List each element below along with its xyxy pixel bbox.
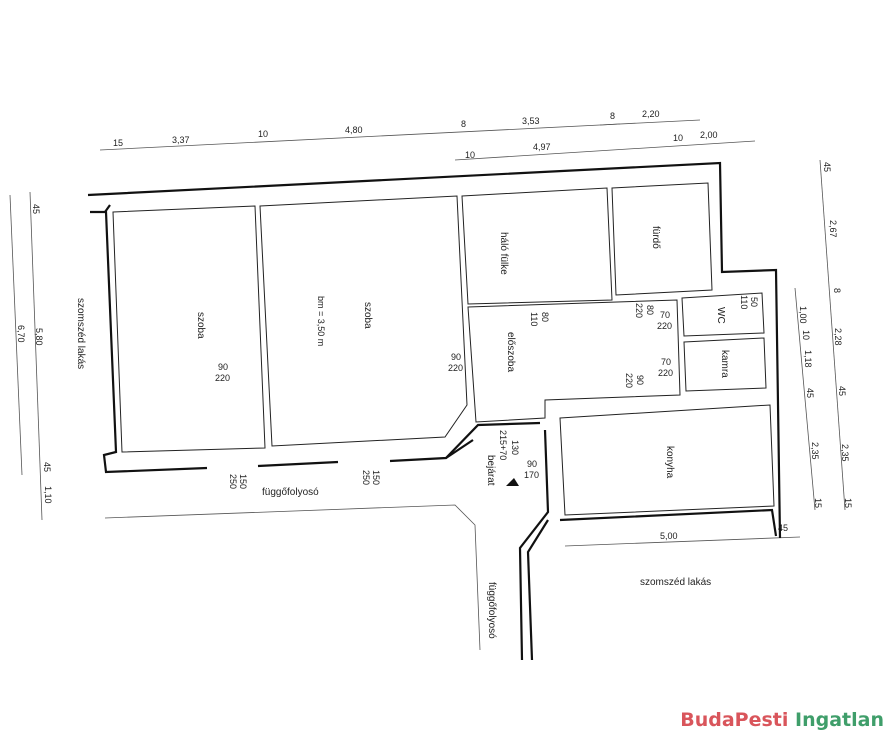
dim-label: 1,18 xyxy=(803,350,813,368)
opening-label: 70 xyxy=(661,357,671,367)
walls xyxy=(87,161,782,661)
room-label: fürdő xyxy=(650,226,661,249)
dim-label: 10 xyxy=(801,330,811,340)
dim-label: 45 xyxy=(31,204,41,214)
neighbor-label: szomszéd lakás xyxy=(640,577,711,588)
room-szoba-2 xyxy=(259,195,468,447)
dim-label: 8 xyxy=(832,288,842,293)
logo: BudaPesti Ingatlan xyxy=(680,709,884,731)
dimension-labels: 15 3,37 10 4,80 8 3,53 8 2,20 10 4,97 10… xyxy=(16,109,853,541)
dim-label: 45 xyxy=(805,388,815,398)
dim-label: 2,35 xyxy=(810,442,820,460)
room-label: előszoba xyxy=(505,332,516,372)
opening-label: 150 xyxy=(371,470,381,485)
room-label: WC xyxy=(715,307,726,324)
opening-label: 220 xyxy=(658,368,673,378)
opening-label: 220 xyxy=(657,321,672,331)
dim-label: 5,00 xyxy=(660,531,678,541)
dim-label: 15 xyxy=(843,498,853,508)
room-kamra xyxy=(683,337,767,392)
dim-label: 45 xyxy=(778,523,788,533)
dim-label: 6,70 xyxy=(16,325,26,343)
logo-part-2: Ingatlan xyxy=(795,709,884,731)
opening-labels: 90 220 90 220 80 110 80 220 70 220 50 11… xyxy=(215,295,759,489)
dim-label: 8 xyxy=(610,111,615,121)
opening-label: 220 xyxy=(215,373,230,383)
dimension-lines xyxy=(9,119,846,547)
opening-label: 90 xyxy=(451,352,461,362)
entrance-label: bejárat xyxy=(485,455,496,486)
opening-label: 220 xyxy=(624,373,634,388)
dim-label: 2,00 xyxy=(700,130,718,140)
dim-label: 4,97 xyxy=(533,142,551,152)
corridor-label: függőfolyosó xyxy=(262,487,319,498)
dim-label: 15 xyxy=(813,498,823,508)
opening-label: 90 xyxy=(527,459,537,469)
opening-label: 250 xyxy=(228,474,238,489)
room-label: kamra xyxy=(719,350,730,378)
room-label: szoba xyxy=(362,302,373,329)
dim-label: 10 xyxy=(673,133,683,143)
neighbor-label: szomszéd lakás xyxy=(75,298,86,369)
room-wc xyxy=(681,292,765,337)
dim-label: 3,53 xyxy=(522,116,540,126)
dim-label: 45 xyxy=(822,162,832,172)
room-eloszoba xyxy=(467,299,681,423)
room-labels: szoba szoba bm = 3,50 m háló fülke fürdő… xyxy=(75,226,730,639)
opening-label: 80 xyxy=(645,305,655,315)
ceiling-height-label: bm = 3,50 m xyxy=(316,296,326,346)
dim-label: 3,37 xyxy=(172,135,190,145)
room-label: konyha xyxy=(664,446,675,479)
opening-label: 220 xyxy=(634,303,644,318)
room-halo-fulke xyxy=(461,187,613,305)
dim-label: 45 xyxy=(42,462,52,472)
opening-label: 80 xyxy=(540,312,550,322)
opening-label: 215+70 xyxy=(498,430,508,460)
opening-label: 220 xyxy=(448,363,463,373)
entrance-arrow-icon xyxy=(506,478,519,486)
opening-label: 90 xyxy=(635,375,645,385)
dim-label: 8 xyxy=(461,119,466,129)
room-konyha xyxy=(559,404,775,516)
corridor-label: függőfolyosó xyxy=(486,582,497,639)
corridor-outline xyxy=(104,504,481,651)
opening-label: 130 xyxy=(510,440,520,455)
dim-label: 2,67 xyxy=(828,220,838,238)
room-furdo xyxy=(611,182,713,296)
dim-label: 15 xyxy=(113,138,123,148)
dim-label: 1,10 xyxy=(43,486,53,504)
dim-label: 2,20 xyxy=(642,109,660,119)
dim-label: 1,00 xyxy=(798,306,808,324)
dim-label: 45 xyxy=(837,386,847,396)
dim-label: 2,28 xyxy=(833,328,843,346)
opening-label: 150 xyxy=(238,474,248,489)
opening-label: 110 xyxy=(529,312,539,326)
opening-label: 70 xyxy=(660,310,670,320)
dim-label: 2,35 xyxy=(840,444,850,462)
dim-label: 5,80 xyxy=(34,328,44,346)
dim-label: 4,80 xyxy=(345,125,363,135)
room-label: háló fülke xyxy=(498,232,509,275)
opening-label: 90 xyxy=(218,362,228,372)
rooms xyxy=(112,182,775,516)
dim-label: 10 xyxy=(258,129,268,139)
room-szoba-1 xyxy=(112,205,266,453)
opening-label: 110 xyxy=(739,295,749,309)
opening-label: 250 xyxy=(361,470,371,485)
dim-label: 10 xyxy=(465,150,475,160)
logo-part-1: BudaPesti xyxy=(680,709,789,731)
opening-label: 50 xyxy=(749,297,759,307)
opening-label: 170 xyxy=(524,470,539,480)
room-label: szoba xyxy=(195,312,206,339)
